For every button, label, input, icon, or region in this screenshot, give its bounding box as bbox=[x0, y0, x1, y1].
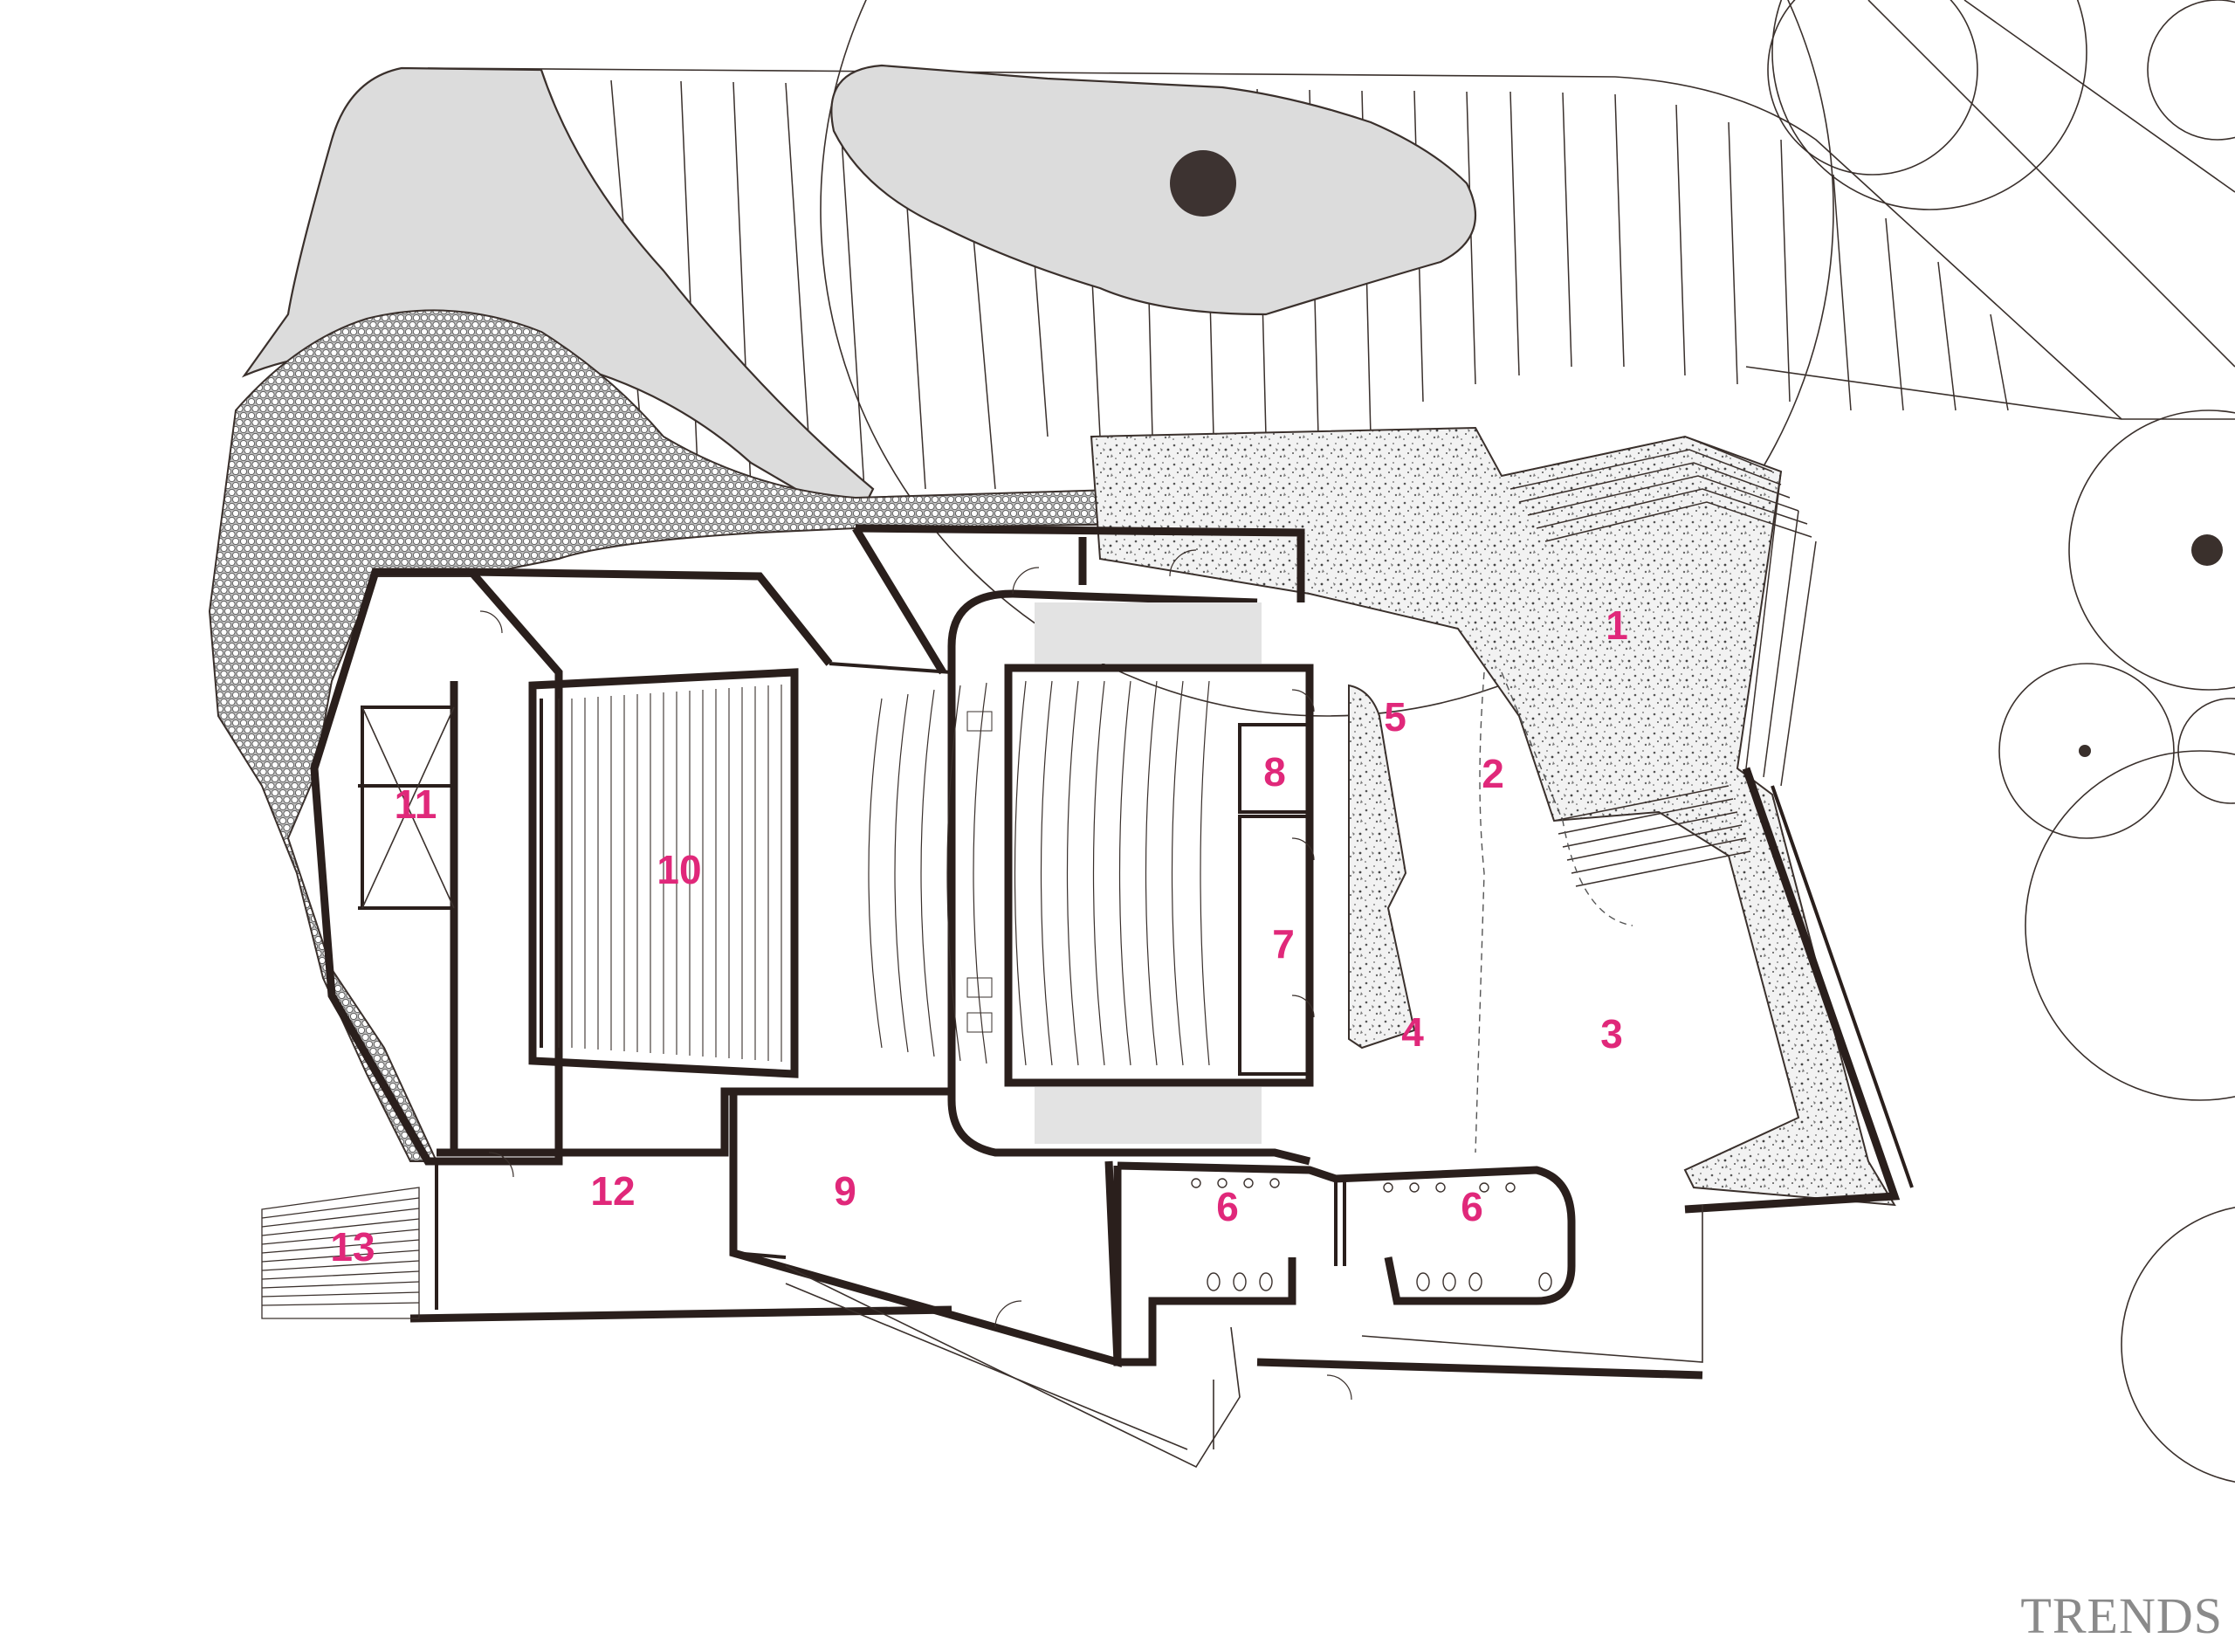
trees bbox=[820, 0, 2235, 1483]
door-swing bbox=[994, 1300, 1022, 1328]
watermark-logo: TRENDS bbox=[2020, 1587, 2223, 1644]
room-label-7: 7 bbox=[1272, 921, 1295, 967]
forecourt-steps bbox=[1501, 436, 1817, 787]
door-swing bbox=[488, 1152, 514, 1178]
room-label-8: 8 bbox=[1263, 749, 1286, 795]
door-swing bbox=[479, 610, 503, 634]
tree-trunk bbox=[2191, 534, 2223, 566]
door-swing bbox=[1012, 567, 1040, 595]
room-label-6-second: 6 bbox=[1461, 1184, 1483, 1229]
room-label-6: 6 bbox=[1216, 1184, 1239, 1229]
room-label-2: 2 bbox=[1482, 751, 1504, 796]
seating bbox=[868, 680, 1210, 1066]
building bbox=[310, 524, 1703, 1469]
site-landscape bbox=[241, 0, 2235, 526]
entry-steps bbox=[261, 1187, 420, 1319]
door-swing bbox=[1169, 549, 1197, 577]
door-swing bbox=[1326, 1374, 1352, 1401]
sculpture-marker bbox=[1170, 150, 1236, 217]
door-swing bbox=[1291, 837, 1315, 861]
tree-canopy-icon bbox=[1767, 0, 1978, 176]
ramp-stairs bbox=[1553, 785, 1751, 887]
bar-counter bbox=[1348, 684, 1416, 1050]
door-swings bbox=[479, 549, 1352, 1401]
stage-boards bbox=[558, 685, 782, 1062]
tree-canopy-icon bbox=[2068, 410, 2235, 691]
room-label-13: 13 bbox=[330, 1224, 375, 1270]
toilet-fixtures bbox=[1191, 1178, 1552, 1291]
room-label-9: 9 bbox=[834, 1168, 856, 1214]
gravel-forecourt bbox=[1090, 426, 1896, 1207]
lift-shaft bbox=[361, 706, 456, 910]
tree-canopy-icon bbox=[1771, 0, 2087, 210]
room-label-4: 4 bbox=[1401, 1009, 1424, 1055]
tree-canopy-icon bbox=[820, 0, 1834, 717]
tree-canopy-icon bbox=[2121, 1207, 2235, 1483]
seat-markers bbox=[966, 711, 993, 1033]
room-label-1: 1 bbox=[1606, 602, 1628, 648]
lawn-island bbox=[830, 64, 1477, 316]
door-swing bbox=[1291, 689, 1315, 712]
tree-trunk bbox=[2079, 745, 2091, 757]
door-swing bbox=[1291, 995, 1315, 1018]
tree-canopy-icon bbox=[2025, 750, 2235, 1101]
room-labels: 1 2 3 4 5 6 6 7 8 9 10 11 12 13 bbox=[330, 602, 1627, 1270]
tree-canopy-icon bbox=[2177, 698, 2235, 804]
east-retaining-wall bbox=[1684, 767, 1901, 1214]
room-label-10: 10 bbox=[657, 847, 701, 892]
tree-canopy-icon bbox=[1998, 663, 2175, 839]
tree-canopy-icon bbox=[2147, 0, 2235, 141]
room-label-5: 5 bbox=[1384, 694, 1406, 740]
room-label-12: 12 bbox=[590, 1168, 635, 1214]
room-label-11: 11 bbox=[395, 781, 437, 827]
room-label-3: 3 bbox=[1600, 1011, 1623, 1057]
